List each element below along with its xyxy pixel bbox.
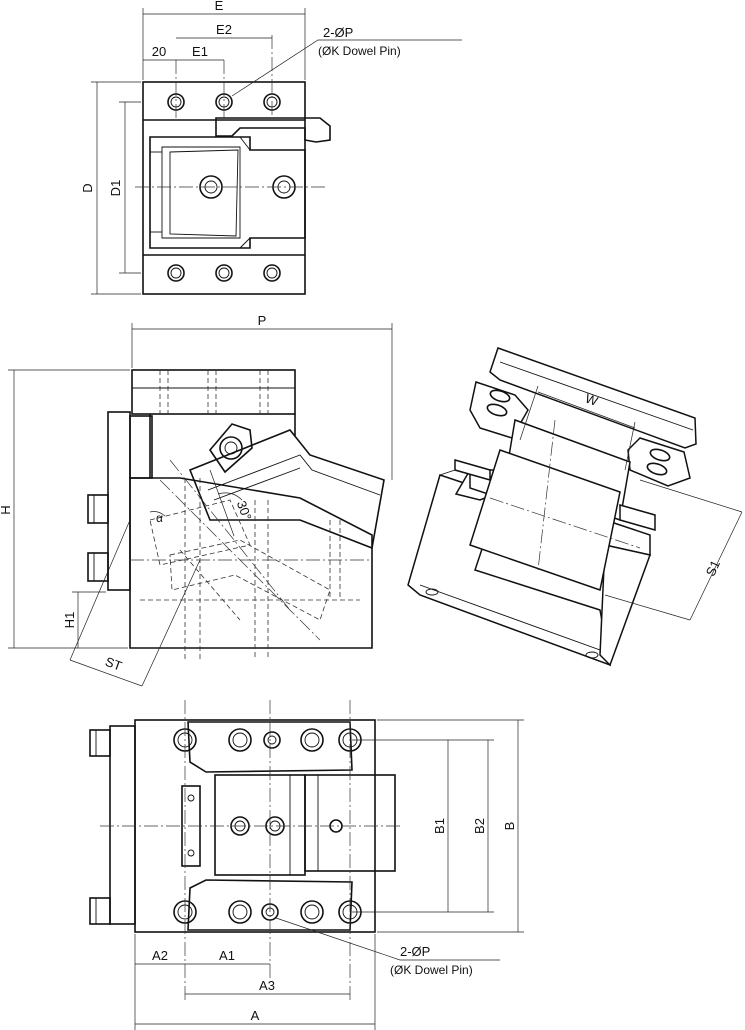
dim-label-D1: D1: [108, 180, 123, 197]
dim-label-B1: B1: [432, 818, 447, 834]
dim-label-20: 20: [152, 44, 166, 59]
dim-label-W: W: [583, 391, 600, 410]
dim-label-A1: A1: [219, 948, 235, 963]
dim-label-S1: S1: [703, 558, 723, 579]
dim-label-A2: A2: [152, 948, 168, 963]
dim-label-E2: E2: [216, 22, 232, 37]
side-view: P H H1 ST 30° α: [0, 313, 393, 687]
dim-label-E: E: [215, 0, 224, 13]
dim-label-P: P: [258, 313, 267, 328]
dim-label-B2: B2: [472, 818, 487, 834]
dowel-note-top-line1: 2-ØP: [323, 25, 353, 40]
dim-label-B: B: [502, 822, 517, 831]
dim-label-E1: E1: [192, 44, 208, 59]
dim-label-D: D: [80, 183, 95, 192]
dim-label-ST: ST: [103, 654, 124, 674]
dim-label-H1: H1: [62, 612, 77, 629]
dowel-note-bottom-line2: (ØK Dowel Pin): [390, 963, 473, 977]
angle-label-small: α: [156, 511, 163, 525]
dowel-note-bottom-line1: 2-ØP: [400, 944, 430, 959]
bottom-view: A A3 A2 A1 B B2 B1 2-ØP (ØK Dowel Pin): [89, 700, 524, 1030]
dim-label-H: H: [0, 505, 13, 514]
dowel-note-top-line2: (ØK Dowel Pin): [318, 44, 401, 58]
angle-label-30: 30°: [234, 499, 255, 523]
dim-label-A: A: [251, 1008, 260, 1023]
isometric-view: W S1: [407, 347, 743, 667]
dim-label-A3: A3: [259, 978, 275, 993]
top-view: E E2 20 E1 D D1 2-ØP (ØK Dowel Pin): [80, 0, 462, 295]
